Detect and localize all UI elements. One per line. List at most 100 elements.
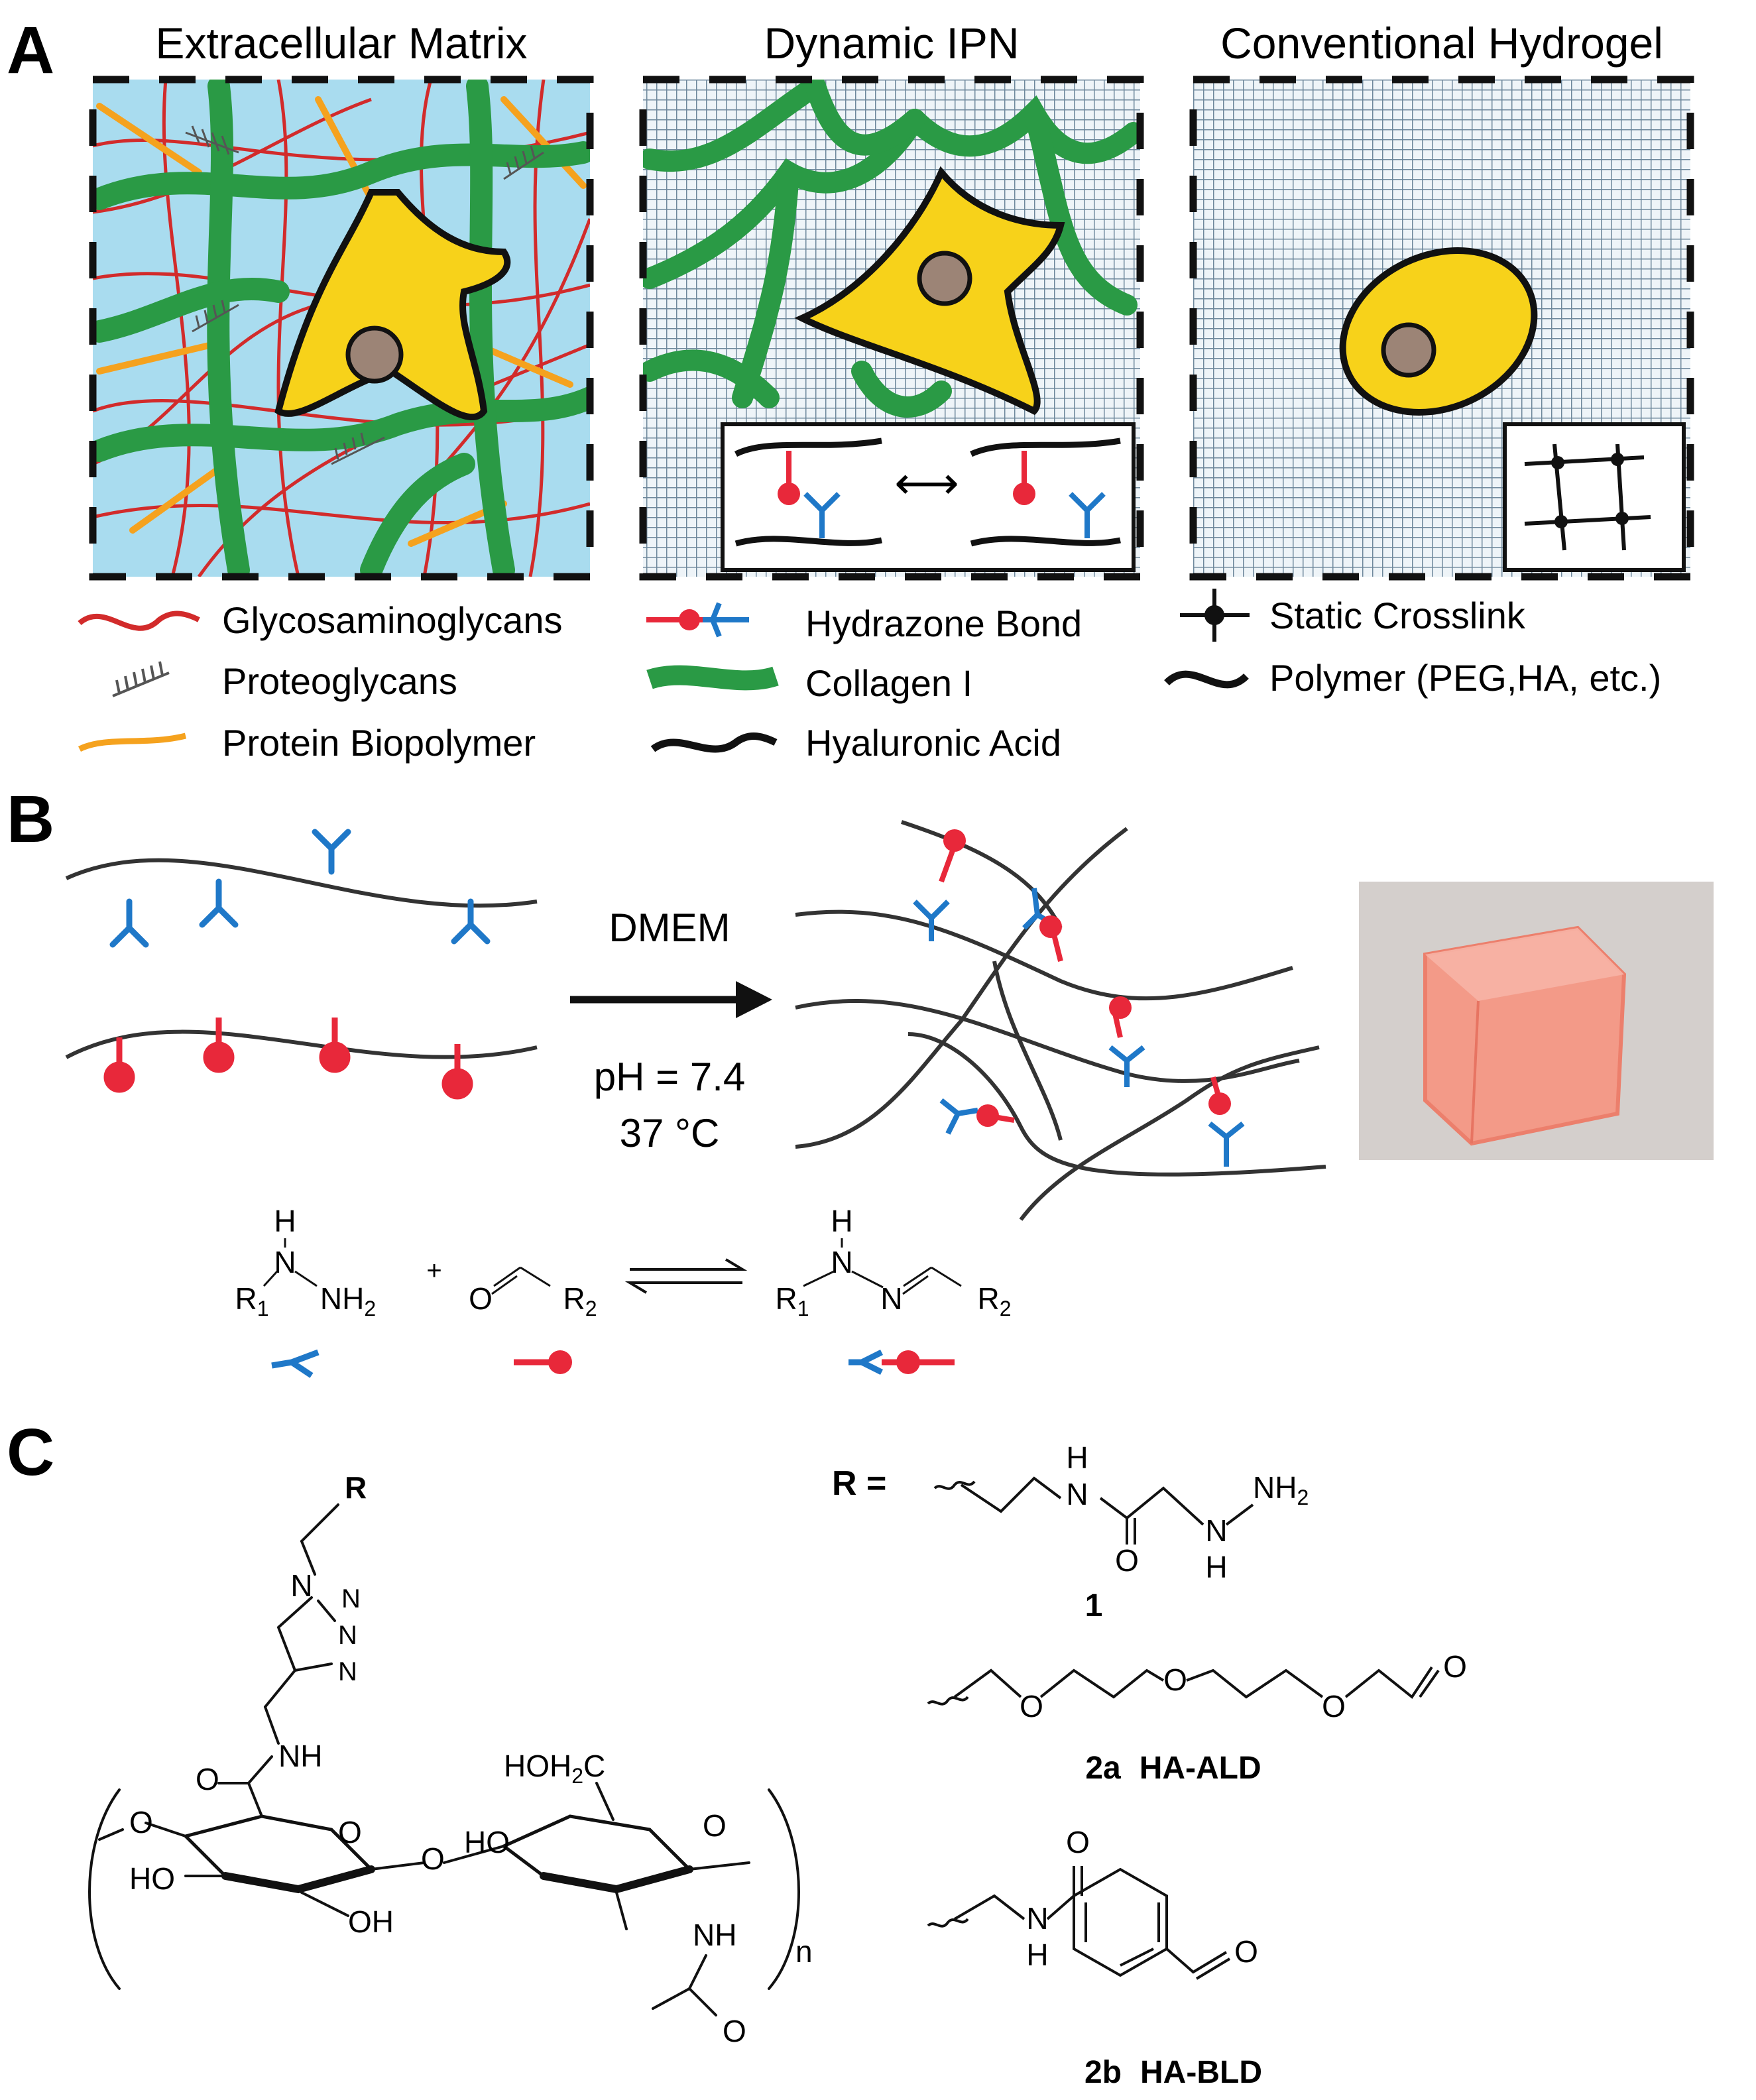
legend-static-crosslink: Static Crosslink <box>1269 595 1526 636</box>
panel-b-letter: B <box>7 782 54 856</box>
panel-a-title-conventional-hydrogel: Conventional Hydrogel <box>1220 19 1663 68</box>
aldehyde-polymer <box>65 1018 538 1100</box>
svg-text:R1: R1 <box>775 1281 809 1320</box>
panel-c: C R N N N N NH O O O HO OH <box>7 1415 1467 2090</box>
condition-ph: pH = 7.4 <box>594 1055 746 1099</box>
svg-text:N: N <box>290 1568 312 1603</box>
panel-a-letter: A <box>7 13 54 88</box>
reaction-conditions: DMEM pH = 7.4 37 °C <box>570 905 772 1155</box>
compound-2b-structure <box>927 1866 1231 1980</box>
ecm-cell-nucleus <box>345 325 404 384</box>
svg-text:O: O <box>723 2014 746 2048</box>
hydrazone-reaction-scheme: H N R1 NH2 + O R2 H N R1 N <box>235 1204 1012 1378</box>
condition-temperature: 37 °C <box>620 1111 720 1155</box>
svg-text:N: N <box>831 1245 852 1279</box>
legend-hyaluronic-acid: Hyaluronic Acid <box>805 722 1061 764</box>
svg-text:O: O <box>1322 1689 1346 1723</box>
ecm-cell <box>274 189 511 421</box>
svg-text:H: H <box>1066 1440 1088 1475</box>
svg-text:N: N <box>1066 1477 1088 1511</box>
svg-text:NH: NH <box>278 1739 322 1773</box>
svg-text:N: N <box>1205 1513 1227 1548</box>
reaction-arrow <box>736 981 772 1018</box>
equilibrium-arrows <box>624 1258 748 1294</box>
svg-text:R2: R2 <box>563 1281 597 1320</box>
hydrogel-cell-nucleus <box>1381 322 1436 378</box>
compound-1-label: 1 <box>1085 1588 1103 1623</box>
legend-collagen: Collagen I <box>805 662 972 704</box>
svg-text:N: N <box>274 1245 296 1279</box>
panel-a-legend: Glycosaminoglycans Proteoglycans Protein… <box>78 589 1661 764</box>
exchange-arrow-glyph: ⟷ <box>894 458 959 508</box>
ha-backbone-structure: R N N N N NH O O O HO OH O <box>88 1470 813 2048</box>
ipn-collagen-fibers <box>643 80 1140 418</box>
legend-proteoglycans: Proteoglycans <box>222 660 457 702</box>
collagen-swatch <box>646 665 779 691</box>
r-group-definitions: R = H N O N H NH2 1 <box>832 1440 1467 2090</box>
svg-text:O: O <box>1115 1543 1139 1578</box>
svg-text:NH: NH <box>693 1918 736 1952</box>
svg-text:O: O <box>1234 1934 1258 1969</box>
svg-text:H: H <box>1205 1550 1227 1584</box>
svg-text:HO: HO <box>464 1825 510 1859</box>
svg-text:O: O <box>129 1805 153 1839</box>
legend-glycosaminoglycans: Glycosaminoglycans <box>222 599 563 641</box>
svg-text:O: O <box>196 1762 219 1796</box>
svg-text:+: + <box>426 1256 441 1285</box>
compound-1-structure <box>933 1476 1204 1545</box>
svg-text:R1: R1 <box>235 1281 268 1320</box>
compound-2a-structure <box>927 1666 1440 1706</box>
svg-text:N: N <box>341 1584 361 1613</box>
crosslinked-network <box>795 820 1326 1221</box>
svg-text:O: O <box>703 1808 727 1843</box>
glycosaminoglycan-swatch <box>78 611 200 631</box>
polymer-swatch <box>1164 670 1249 689</box>
svg-text:HO: HO <box>129 1861 175 1896</box>
svg-text:O: O <box>1443 1649 1467 1684</box>
protein-biopolymer-swatch <box>78 732 187 752</box>
svg-text:O: O <box>1020 1689 1043 1723</box>
conventional-hydrogel-illustration <box>1193 80 1690 577</box>
panel-c-letter: C <box>7 1415 54 1489</box>
svg-text:N: N <box>338 1657 357 1686</box>
proteoglycan-swatch <box>112 661 170 697</box>
static-crosslink-inset <box>1503 422 1686 572</box>
svg-text:H: H <box>831 1204 852 1238</box>
svg-text:R2: R2 <box>977 1281 1011 1320</box>
legend-hydrazone-bond: Hydrazone Bond <box>805 603 1082 644</box>
hydrazone-bond-swatch <box>646 602 749 638</box>
svg-text:R: R <box>345 1470 367 1505</box>
dynamic-ipn-illustration: ⟷ <box>643 80 1140 577</box>
svg-text:NH2: NH2 <box>320 1281 376 1320</box>
svg-text:OH: OH <box>348 1904 394 1939</box>
hydrazone-exchange-inset: ⟷ <box>721 422 1136 572</box>
r-label: R = <box>832 1464 886 1503</box>
svg-text:N: N <box>1026 1901 1048 1936</box>
svg-text:O: O <box>421 1841 445 1876</box>
hyaluronic-acid-swatch <box>650 732 778 753</box>
ipn-cell-nucleus <box>917 251 972 306</box>
panel-a-title-ecm: Extracellular Matrix <box>155 19 527 68</box>
ipn-cell <box>794 166 1065 416</box>
legend-protein-biopolymer: Protein Biopolymer <box>222 722 536 764</box>
panel-a: A Extracellular Matrix Dynamic IPN Conve… <box>7 13 1694 764</box>
svg-text:N: N <box>338 1621 357 1650</box>
svg-text:N: N <box>880 1281 902 1316</box>
ecm-illustration <box>93 80 590 577</box>
svg-text:O: O <box>1163 1662 1187 1697</box>
repeat-subscript-n: n <box>795 1934 813 1969</box>
svg-text:O: O <box>469 1281 493 1316</box>
svg-text:HOH2C: HOH2C <box>504 1749 605 1788</box>
static-crosslink-swatch <box>1180 589 1250 642</box>
svg-text:H: H <box>1026 1938 1048 1972</box>
condition-medium: DMEM <box>609 905 730 950</box>
hydrogel-photo <box>1359 882 1714 1160</box>
svg-text:H: H <box>274 1204 296 1238</box>
hydrazide-polymer <box>65 829 538 948</box>
svg-text:NH2: NH2 <box>1253 1470 1309 1509</box>
hydrogel-cell <box>1339 247 1538 416</box>
proteoglycans <box>185 125 544 465</box>
